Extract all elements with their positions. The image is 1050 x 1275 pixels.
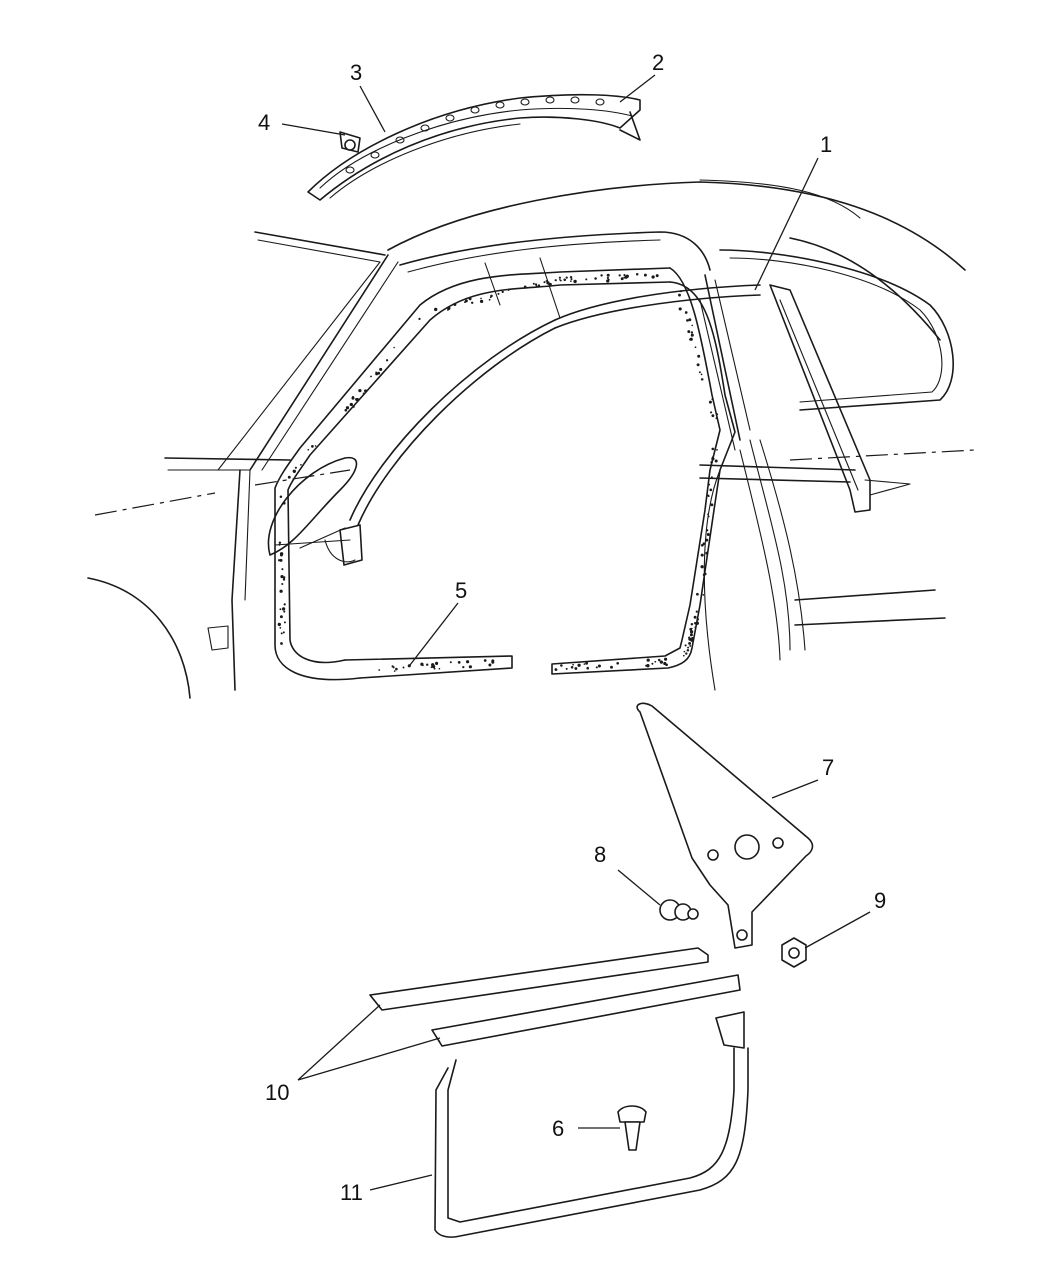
callout-2: 2 [652,50,664,75]
mirror-bracket-7 [636,702,814,949]
callout-6: 6 [552,1116,564,1141]
push-pin-6 [617,1105,647,1151]
callout-9: 9 [874,888,886,913]
callout-8: 8 [594,842,606,867]
callout-7: 7 [822,755,834,780]
retainer-clip-4 [339,131,361,153]
stud-8 [659,899,699,921]
upper-drip-rail [307,93,641,201]
hex-nut-9 [781,937,807,968]
callout-10: 10 [265,1080,289,1105]
callout-1: 1 [820,132,832,157]
leader-lines [281,74,871,1191]
callout-labels: 1 2 3 4 5 6 7 8 9 10 11 [258,50,886,1205]
callout-5: 5 [455,578,467,603]
door-opening-weatherstrip [274,267,736,681]
door-seal-11 [434,1011,749,1238]
sill-plates-10 [369,947,741,1047]
callout-4: 4 [258,110,270,135]
vehicle-body-outline [87,179,976,699]
weatherstrip-speckle [277,96,719,672]
callout-3: 3 [350,60,362,85]
callout-11: 11 [340,1180,363,1205]
